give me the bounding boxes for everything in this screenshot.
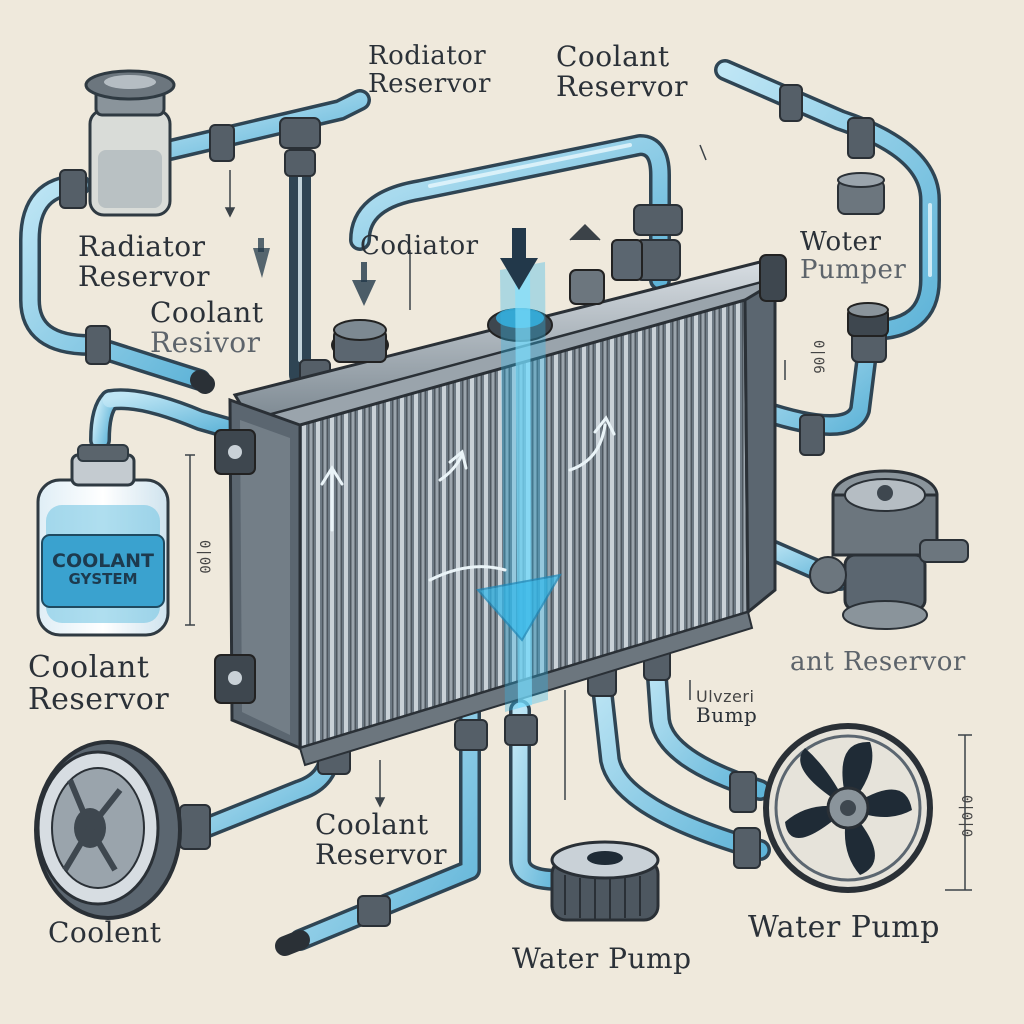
label-bottom-coolent: Coolent	[48, 916, 162, 949]
label-bottom-coolant-reservor: Coolant Reservor	[315, 808, 448, 872]
pipe-end-right	[847, 302, 889, 337]
label-right-reservor: ant Reservor	[790, 647, 966, 677]
label-left-radiator-reservor: Radiator Reservor	[78, 230, 211, 294]
reservoir-jar	[84, 69, 176, 217]
coolant-bottle	[36, 444, 170, 637]
direction-arrows	[253, 228, 538, 306]
small-cap	[837, 172, 885, 215]
pointer-lines	[185, 144, 972, 891]
pulley-wheel	[34, 740, 182, 920]
water-pump-assembly	[809, 469, 969, 630]
measure-left: 0|00	[196, 540, 212, 574]
label-top-radiator-reservor: Rodiator Reservor	[368, 41, 491, 100]
pipe-couplings	[59, 84, 887, 927]
label-bottom-water-pump-center: Water Pump	[512, 942, 692, 975]
label-right-small-pump: Ulvzeri Bump	[696, 687, 758, 728]
label-left-coolant-resivor: Coolant Resivor	[150, 296, 264, 360]
hose-end	[190, 370, 310, 956]
bottom-cap	[550, 840, 660, 922]
radiator	[214, 239, 787, 767]
label-bottom-water-pump-right: Water Pump	[748, 910, 940, 945]
label-center-codiator: Codiator	[360, 231, 479, 261]
measure-right-low: 0|0|0	[958, 795, 974, 838]
cooling-fan	[763, 723, 933, 893]
flow-arrows	[320, 415, 616, 582]
label-right-water-pumper: Woter Pumper	[800, 227, 907, 286]
label-left-coolant-reservor: Coolant Reservor	[28, 650, 170, 718]
bottle-label: COOLANT GYSTEM	[52, 550, 154, 588]
label-top-coolant-reservor: Coolant Reservor	[556, 40, 689, 104]
measure-right-mid: 0|06	[810, 340, 826, 374]
